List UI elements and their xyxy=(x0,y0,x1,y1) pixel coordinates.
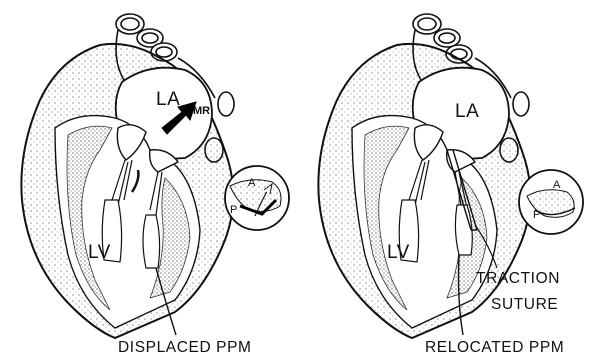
left-ventricle-label: LV xyxy=(88,243,111,262)
left-panel-displaced: LA LV MR A P DISPLACED PPM xyxy=(0,0,298,360)
left-ventricle-label: LV xyxy=(387,243,410,262)
right-caption: RELOCATED PPM xyxy=(425,340,564,356)
displaced-papillary-muscle xyxy=(143,215,160,268)
left-inset-valve-view xyxy=(225,166,289,230)
left-inset-posterior-label: P xyxy=(230,205,237,216)
traction-label-line2: SUTURE xyxy=(491,297,558,313)
left-atrium-label: LA xyxy=(156,90,180,109)
right-inset-valve-view xyxy=(519,170,583,234)
right-panel-relocated: LA LV A P TRACTION SUTURE RELOCATED PPM xyxy=(299,0,597,360)
right-inset-posterior-label: P xyxy=(533,210,540,221)
left-atrium-label: LA xyxy=(455,102,479,121)
traction-label-line1: TRACTION xyxy=(476,271,560,287)
mr-label: MR xyxy=(193,106,210,117)
left-inset-anterior-label: A xyxy=(248,178,255,189)
right-inset-anterior-label: A xyxy=(553,180,560,191)
left-caption: DISPLACED PPM xyxy=(118,340,252,356)
